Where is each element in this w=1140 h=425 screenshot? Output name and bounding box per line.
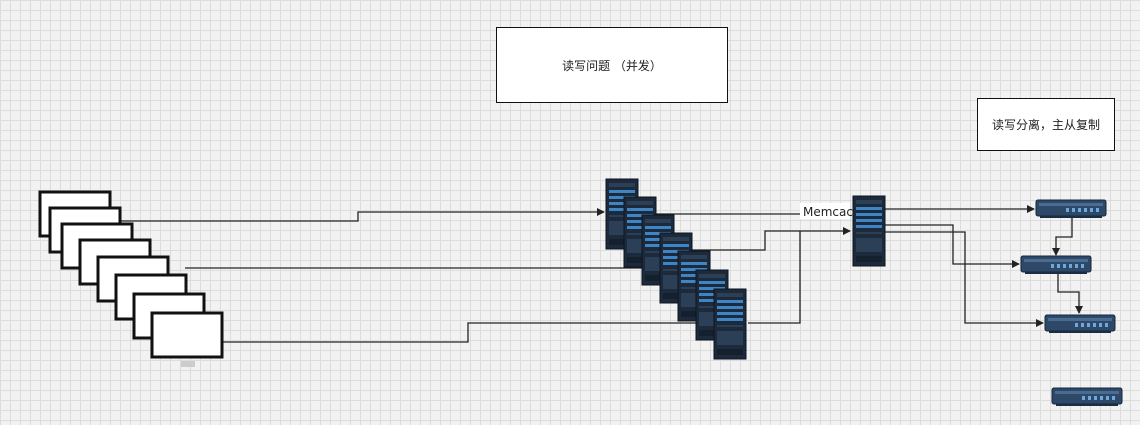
- concurrency-title-box: 读写问题 （并发）: [496, 27, 728, 103]
- memcache-server-icon: [852, 195, 886, 267]
- switch-icon: [1020, 255, 1092, 275]
- switch-icon: [1051, 387, 1123, 407]
- connector-server-cache-2: [690, 227, 851, 251]
- connector-db1-db2: [1052, 216, 1073, 256]
- switch-icon: [1035, 199, 1107, 219]
- connector-client1-server: [115, 208, 605, 222]
- connector-db2-db3: [1057, 273, 1083, 314]
- separation-title: 读写分离，主从复制: [991, 118, 1100, 132]
- cache-label: Memcac: [803, 205, 853, 219]
- monitor-icon: [150, 311, 224, 367]
- server-cluster: [605, 178, 747, 360]
- connection-lines: [115, 205, 1083, 343]
- client-group: [38, 190, 224, 367]
- connector-server-cache-3: [748, 231, 801, 324]
- switch-icon: [1044, 314, 1116, 334]
- connector-cache-db2: [884, 224, 1020, 268]
- connector-cache-db3: [884, 231, 1044, 327]
- server-icon: [713, 288, 747, 360]
- connector-client8-server: [222, 322, 724, 343]
- concurrency-title: 读写问题 （并发）: [562, 58, 662, 73]
- separation-title-box: 读写分离，主从复制: [977, 98, 1115, 151]
